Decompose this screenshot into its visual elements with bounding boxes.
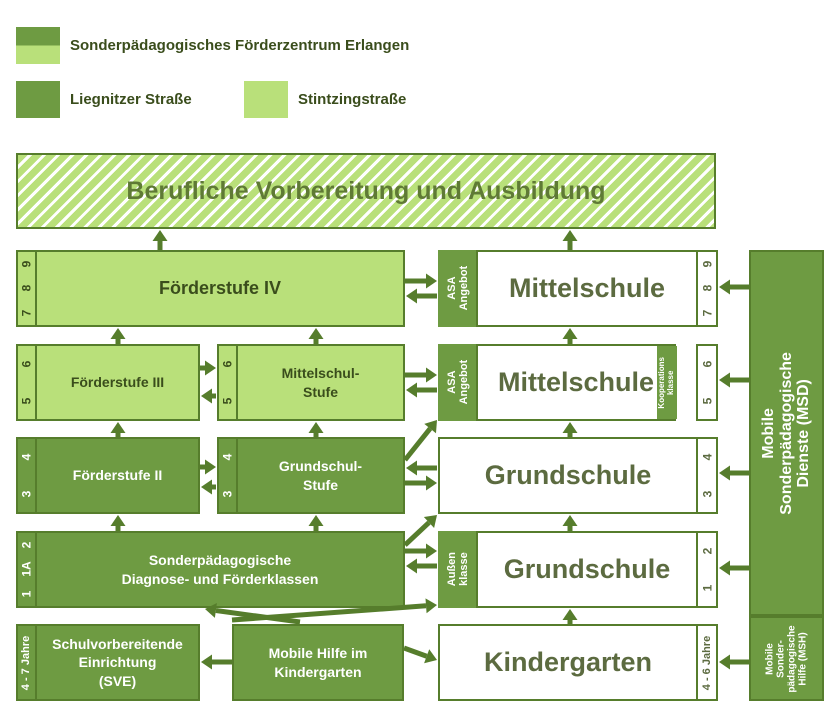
- arrow-line: [215, 608, 301, 625]
- arrow-head: [424, 649, 437, 664]
- arrow-head: [426, 475, 437, 491]
- grundschulstufe-label: Grundschul- Stufe: [278, 458, 363, 493]
- arrow-head: [110, 515, 126, 526]
- foerderstufe-iv-box: Förderstufe IV: [35, 250, 405, 327]
- legend-label-liegnitzer: Liegnitzer Straße: [70, 91, 192, 108]
- arrow-head: [308, 515, 324, 526]
- arrow-line: [403, 427, 433, 462]
- arrow-head: [719, 372, 730, 388]
- foerderstufe-iv-label: Förderstufe IV: [158, 277, 282, 298]
- foerderstufe-ii-box: Förderstufe II: [35, 437, 200, 514]
- arrow-head: [201, 479, 212, 495]
- diagnose-foerderklassen-label: Sonderpädagogische Diagnose- und Förderk…: [121, 552, 319, 587]
- grundschule-top-box: Grundschule: [438, 437, 698, 514]
- grade-strip-r4-right: 2 1: [696, 531, 718, 608]
- arrow-head: [406, 558, 417, 574]
- asa-angebot-tag-1: ASA Angebot: [438, 250, 478, 327]
- mobile-hilfe-box: Mobile Hilfe im Kindergarten: [232, 624, 404, 701]
- mobile-hilfe-label: Mobile Hilfe im Kindergarten: [268, 645, 368, 680]
- arrow-head: [424, 420, 437, 434]
- arrow-head: [425, 598, 437, 614]
- kooperationsklasse-tag: Kooperations klasse: [657, 346, 677, 419]
- arrow-head: [719, 465, 730, 481]
- arrow-head: [205, 603, 217, 618]
- grundschule-box: Grundschule: [476, 531, 698, 608]
- arrow-head: [719, 654, 730, 670]
- arrow-head: [201, 388, 212, 404]
- grade-strip-r1-right: 9 8 7: [696, 250, 718, 327]
- arrow-head: [426, 543, 437, 559]
- arrow-line: [403, 520, 431, 547]
- arrow-head: [308, 422, 324, 433]
- arrow-head: [426, 367, 437, 383]
- foerderstufe-ii-label: Förderstufe II: [72, 467, 163, 484]
- arrow-head: [110, 422, 126, 433]
- legend-swatch-center: [16, 27, 60, 64]
- arrow-head: [562, 515, 578, 526]
- arrow-head: [110, 328, 126, 339]
- arrow-head: [562, 422, 578, 433]
- grade-strip-r2-right: 6 5: [696, 344, 718, 421]
- arrow-head: [562, 230, 578, 241]
- legend-swatch-stintzing: [244, 81, 288, 118]
- asa-angebot-tag-2: ASA Angebot: [438, 344, 478, 421]
- arrow-head: [406, 460, 417, 476]
- diagnose-foerderklassen-box: Sonderpädagogische Diagnose- und Förderk…: [35, 531, 405, 608]
- mittelschule-top-label: Mittelschule: [508, 272, 666, 303]
- grundschulstufe-box: Grundschul- Stufe: [236, 437, 405, 514]
- grade-strip-r3-right: 4 3: [696, 437, 718, 514]
- arrow-head: [426, 273, 437, 289]
- arrow-head: [719, 279, 730, 295]
- legend-label-stintzing: Stintzingstraße: [298, 91, 407, 108]
- legend-label-center: Sonderpädagogisches Förderzentrum Erlang…: [70, 37, 410, 54]
- sve-box: Schulvorbereitende Einrichtung (SVE): [35, 624, 200, 701]
- foerderstufe-iii-box: Förderstufe III: [35, 344, 200, 421]
- arrow-head: [562, 609, 578, 620]
- arrow-head: [406, 382, 417, 398]
- arrow-head: [423, 515, 437, 528]
- arrow-head: [205, 360, 216, 376]
- kindergarten-box: Kindergarten: [438, 624, 698, 701]
- legend-swatch-liegnitzer: [16, 81, 60, 118]
- sve-label: Schulvorbereitende Einrichtung (SVE): [52, 636, 183, 689]
- arrow-head: [152, 230, 168, 241]
- arrow-head: [719, 560, 730, 576]
- mittelschule-top-box: Mittelschule: [476, 250, 698, 327]
- mittelschule-label: Mittelschule: [497, 366, 655, 397]
- foerderstufe-iii-label: Förderstufe III: [70, 374, 165, 391]
- grundschule-top-label: Grundschule: [484, 459, 652, 490]
- arrow-head: [406, 288, 417, 304]
- grundschule-label: Grundschule: [503, 553, 671, 584]
- age-strip-kindergarten: 4 - 6 Jahre: [696, 624, 718, 701]
- msh-box: Mobile Sonder- pädagogische Hilfe (MSH): [749, 616, 824, 701]
- mittelschulstufe-label: Mittelschul- Stufe: [281, 365, 360, 400]
- msd-box: Mobile Sonderpädagogische Dienste (MSD): [749, 250, 824, 616]
- arrow-head: [562, 328, 578, 339]
- aussenklasse-tag: Außen klasse: [438, 531, 478, 608]
- kindergarten-label: Kindergarten: [483, 646, 653, 677]
- arrow-line: [403, 645, 428, 659]
- berufliche-vorbereitung-label: Berufliche Vorbereitung und Ausbildung: [126, 176, 606, 205]
- arrow-head: [308, 328, 324, 339]
- berufliche-vorbereitung-box: Berufliche Vorbereitung und Ausbildung: [16, 153, 716, 229]
- mittelschulstufe-box: Mittelschul- Stufe: [236, 344, 405, 421]
- mittelschule-box: Mittelschule: [476, 344, 676, 421]
- arrow-head: [201, 654, 212, 670]
- arrow-head: [205, 459, 216, 475]
